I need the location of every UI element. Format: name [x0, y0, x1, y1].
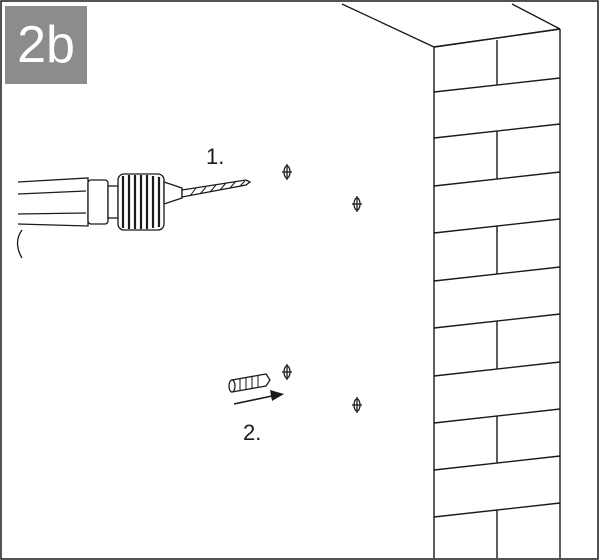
arrow-right-icon [233, 390, 284, 405]
drill-hole-mark-icon [352, 397, 362, 413]
drill-hole-mark-icon [352, 196, 362, 212]
wall-surface [341, 3, 561, 48]
step-1-label: 1. [206, 144, 225, 169]
brick-wall-icon [433, 28, 561, 558]
step-badge: 2b [5, 6, 87, 84]
drill-hole-mark-icon [282, 164, 292, 180]
wall-plug-icon [228, 373, 271, 393]
drill-hole-mark-icon [282, 364, 292, 380]
step-2-label: 2. [243, 420, 262, 445]
drill-icon [16, 173, 252, 259]
